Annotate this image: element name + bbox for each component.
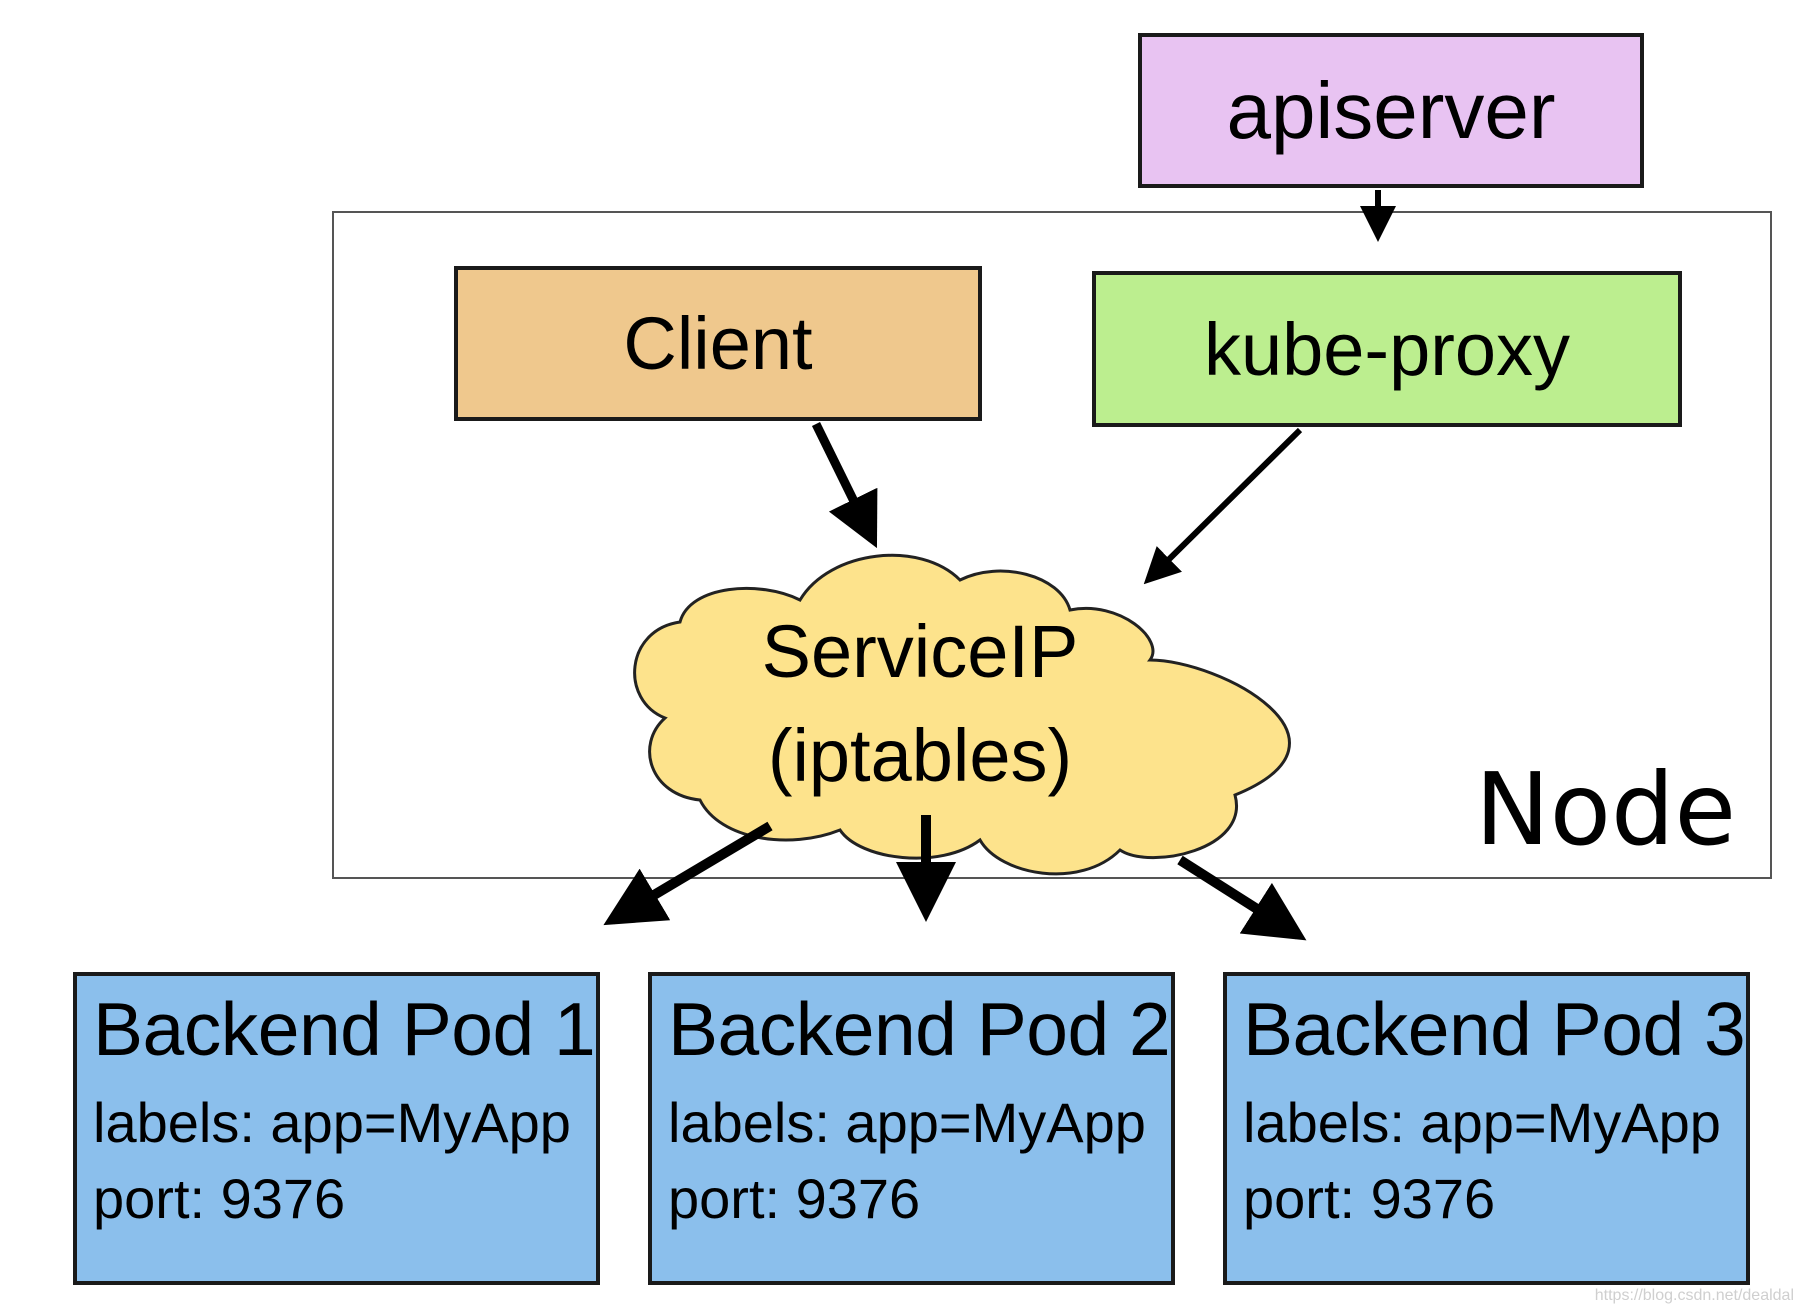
pod-title: Backend Pod 3: [1243, 987, 1746, 1071]
backend-pod-3: Backend Pod 3 labels: app=MyApp port: 93…: [1223, 972, 1750, 1285]
pod-labels: labels: app=MyApp: [93, 1091, 571, 1154]
pod-title: Backend Pod 2: [668, 987, 1171, 1071]
service-ip-subtitle: (iptables): [767, 713, 1073, 797]
backend-pod-2: Backend Pod 2 labels: app=MyApp port: 93…: [648, 972, 1175, 1285]
pod-labels: labels: app=MyApp: [1243, 1091, 1721, 1154]
pod-port: port: 9376: [93, 1167, 346, 1230]
arrow-kube-proxy-to-service-ip: [1143, 427, 1303, 585]
service-ip-title: ServiceIP: [761, 610, 1079, 693]
arrow-service-ip-to-pod-3: [1177, 855, 1307, 941]
pod-title: Backend Pod 1: [93, 987, 596, 1071]
pod-labels: labels: app=MyApp: [668, 1091, 1146, 1154]
arrow-client-to-service-ip: [811, 422, 878, 549]
service-ip-cloud: [633, 553, 1291, 876]
client-box: Client: [454, 266, 982, 421]
service-ip-label: ServiceIP (iptables): [740, 600, 1100, 807]
node-label: Node: [1475, 751, 1736, 868]
node-container: [332, 211, 1772, 879]
kube-proxy-box: kube-proxy: [1092, 271, 1682, 427]
pod-port: port: 9376: [668, 1167, 921, 1230]
watermark: https://blog.csdn.net/dealdal: [1594, 1287, 1794, 1304]
arrow-service-ip-to-pod-1: [603, 821, 773, 926]
apiserver-box: apiserver: [1138, 33, 1644, 188]
pod-port: port: 9376: [1243, 1167, 1496, 1230]
backend-pod-1: Backend Pod 1 labels: app=MyApp port: 93…: [73, 972, 600, 1285]
